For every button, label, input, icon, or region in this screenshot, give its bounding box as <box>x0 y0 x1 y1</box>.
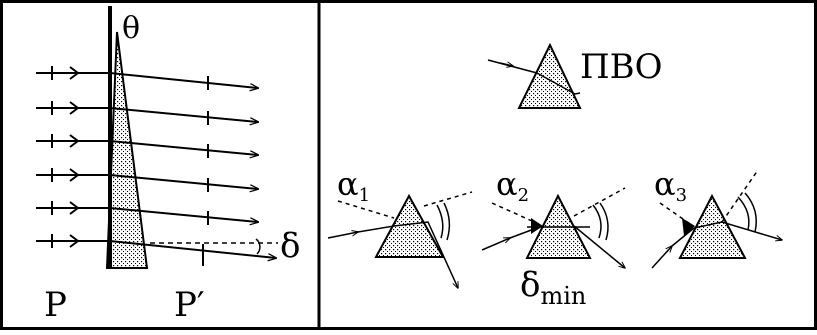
alpha-2-label: α2 <box>496 165 529 206</box>
ray-1 <box>36 66 258 90</box>
tir-label: ПВО <box>580 47 663 87</box>
prism-1-normal <box>337 200 395 219</box>
p-prime-label: P′ <box>174 285 205 325</box>
thin-wedge <box>105 31 149 269</box>
delta-label: δ <box>280 226 300 266</box>
ray-2 <box>36 101 258 125</box>
ray-bundle <box>36 66 276 266</box>
prism-2-group: α2 δmin <box>481 165 625 310</box>
alpha-1-label: α1 <box>337 165 370 206</box>
prism-2-exit-ray <box>573 225 625 268</box>
tir-reflected-ray <box>536 72 581 95</box>
ray-3 <box>36 134 258 158</box>
delta-min-label: δmin <box>520 265 586 310</box>
prism-1-group: α1 <box>327 165 473 288</box>
ray-4 <box>36 168 258 192</box>
prism-3-group: α3 <box>651 165 782 269</box>
theta-label: θ <box>122 11 140 46</box>
ray-6 <box>36 234 276 266</box>
prism-1 <box>374 193 445 258</box>
right-panel: ПВО α1 α2 δmin <box>327 42 782 310</box>
prism-2-incident-ray <box>481 238 510 251</box>
prism-1-ray <box>357 221 458 288</box>
alpha-3-label: α3 <box>654 165 687 206</box>
tir-prism-group: ПВО <box>487 42 663 109</box>
ray-5 <box>36 201 258 225</box>
prism-3-incident-ray <box>651 246 672 269</box>
tir-prism <box>517 42 582 109</box>
delta-angle-arc <box>255 238 261 255</box>
p-label: P <box>44 285 67 325</box>
prism-1-incident-ray <box>327 232 358 239</box>
left-panel: θ δ P P′ <box>36 6 300 325</box>
